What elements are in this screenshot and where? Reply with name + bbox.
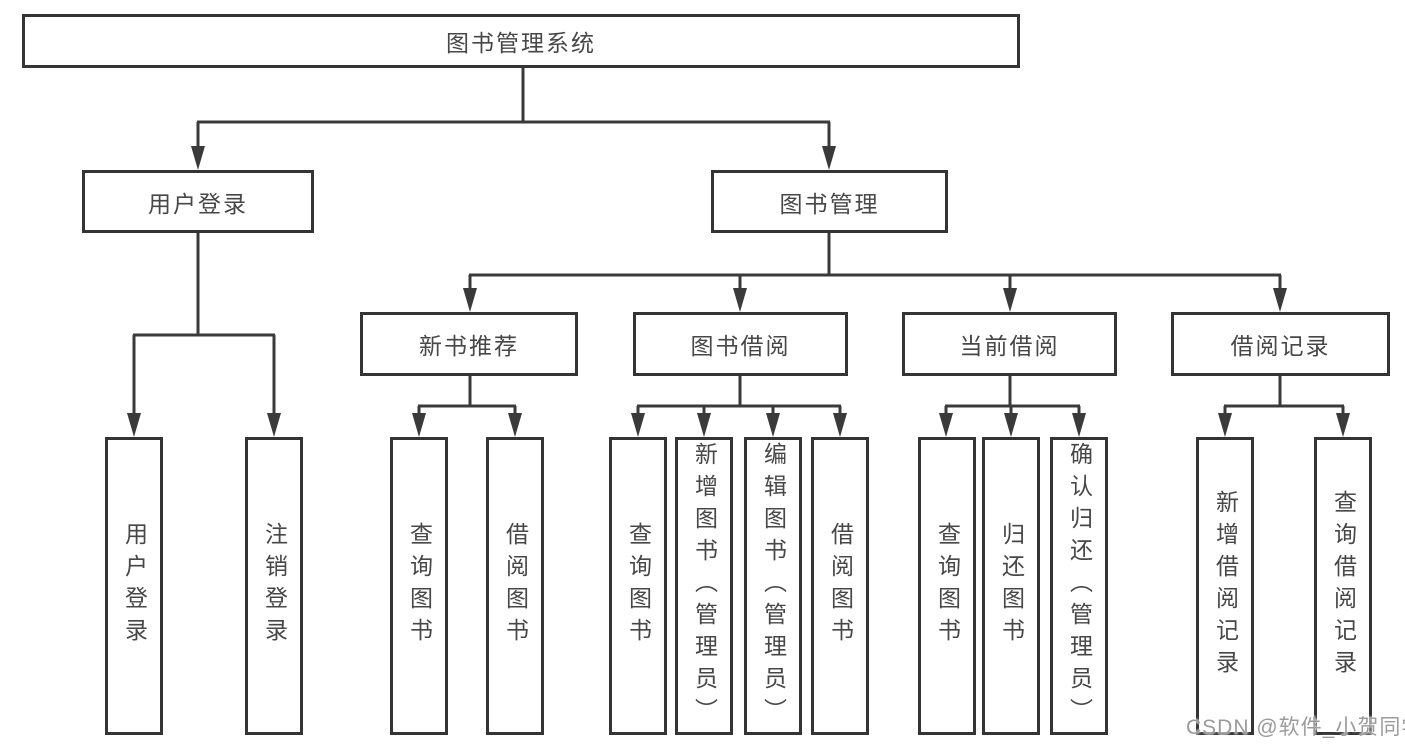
node-library-management-system: 图书管理系统 xyxy=(22,14,1020,68)
leaf-add-borrow-record: 新增借阅记录 xyxy=(1196,437,1254,735)
node-label: 图书管理系统 xyxy=(446,30,596,56)
leaf-label: 新增借阅记录 xyxy=(1212,490,1239,682)
leaf-label: 借阅图书 xyxy=(502,522,529,650)
leaf-label: 查询图书 xyxy=(934,522,961,650)
leaf-query-books-recommend: 查询图书 xyxy=(390,437,448,735)
leaf-label: 查询图书 xyxy=(625,522,652,650)
leaf-label: 编辑图书（管理员） xyxy=(760,442,787,730)
connector-new-book xyxy=(417,376,517,417)
node-label: 图书借阅 xyxy=(690,333,791,359)
arrowheads xyxy=(127,146,1350,437)
leaf-label: 新增图书（管理员） xyxy=(691,442,718,730)
connector-root xyxy=(196,68,831,150)
leaf-add-books-admin: 新增图书（管理员） xyxy=(675,437,733,735)
leaf-query-books-current: 查询图书 xyxy=(918,437,976,735)
leaf-label: 查询图书 xyxy=(406,522,433,650)
leaf-label: 确认归还（管理员） xyxy=(1066,442,1093,730)
node-current-borrow: 当前借阅 xyxy=(902,312,1117,376)
leaf-label: 用户登录 xyxy=(121,522,148,650)
leaf-query-books-borrow: 查询图书 xyxy=(609,437,667,735)
node-label: 当前借阅 xyxy=(959,333,1060,359)
csdn-watermark: CSDN @软件_小贺同学 xyxy=(1186,716,1405,739)
leaf-logout: 注销登录 xyxy=(245,437,303,735)
node-label: 借阅记录 xyxy=(1230,333,1331,359)
leaf-label: 注销登录 xyxy=(261,522,288,650)
leaf-return-books: 归还图书 xyxy=(982,437,1040,735)
leaf-label: 归还图书 xyxy=(998,522,1025,650)
leaf-edit-books-admin: 编辑图书（管理员） xyxy=(744,437,802,735)
connector-current-borrow xyxy=(944,376,1081,417)
leaf-confirm-return-admin: 确认归还（管理员） xyxy=(1050,437,1108,735)
connector-book-borrow xyxy=(636,376,842,417)
connector-user-login xyxy=(132,233,276,417)
connector-book-management xyxy=(468,233,1282,292)
leaf-borrow-books: 借阅图书 xyxy=(811,437,869,735)
leaf-label: 查询借阅记录 xyxy=(1330,490,1357,682)
leaf-label: 借阅图书 xyxy=(827,522,854,650)
leaf-user-login: 用户登录 xyxy=(105,437,163,735)
node-book-management: 图书管理 xyxy=(711,170,948,233)
node-borrow-records: 借阅记录 xyxy=(1171,312,1390,376)
node-label: 图书管理 xyxy=(779,190,880,217)
node-user-login: 用户登录 xyxy=(82,170,314,233)
node-label: 新书推荐 xyxy=(419,333,519,359)
leaf-query-borrow-record: 查询借阅记录 xyxy=(1314,437,1372,735)
connector-paths xyxy=(132,68,1345,417)
node-new-book-recommend: 新书推荐 xyxy=(360,312,578,376)
node-book-borrow: 图书借阅 xyxy=(633,312,848,376)
leaf-borrow-books-recommend: 借阅图书 xyxy=(486,437,544,735)
node-label: 用户登录 xyxy=(148,190,248,217)
connector-borrow-records xyxy=(1223,376,1345,417)
